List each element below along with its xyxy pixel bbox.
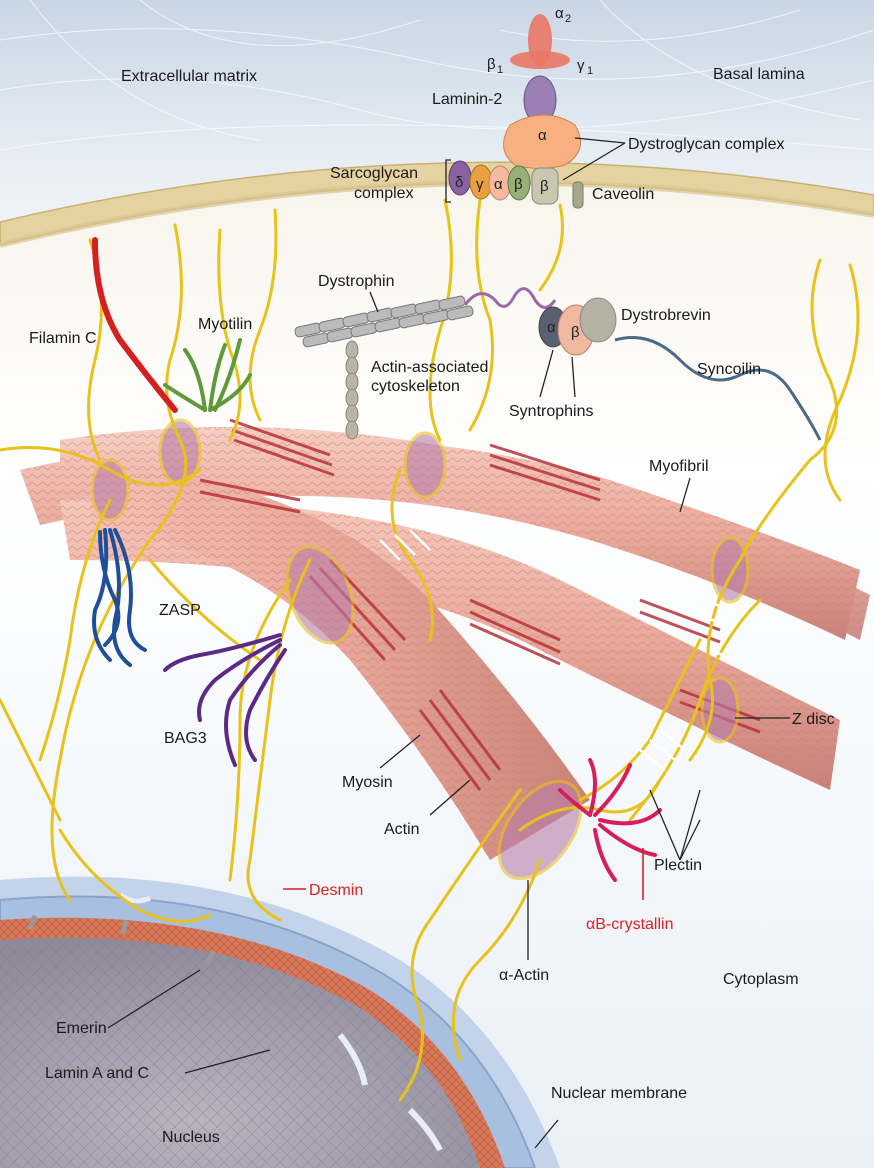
label-alpha2-sub: 2	[565, 13, 571, 25]
label-zasp: ZASP	[159, 602, 201, 619]
label-cytoplasm: Cytoplasm	[723, 971, 799, 988]
label-beta1-sub: 1	[497, 64, 503, 76]
label-alpha2: α	[555, 5, 564, 22]
label-dystrobrevin: Dystrobrevin	[621, 307, 711, 324]
label-nuclear-membrane: Nuclear membrane	[551, 1085, 687, 1102]
label-syn-alpha: α	[547, 319, 556, 336]
label-sarcoglycan-2: complex	[354, 185, 414, 202]
label-sg-beta: β	[514, 176, 523, 193]
label-extracellular-matrix: Extracellular matrix	[121, 68, 257, 85]
label-lamin: Lamin A and C	[45, 1065, 149, 1082]
label-bag3: BAG3	[164, 730, 207, 747]
label-z-disc: Z disc	[792, 711, 835, 728]
label-dg-alpha: α	[538, 127, 547, 144]
label-dystroglycan: Dystroglycan complex	[628, 136, 785, 153]
label-syn-beta: β	[571, 324, 580, 341]
label-syntrophins: Syntrophins	[509, 403, 594, 420]
label-gamma1-sub: 1	[587, 65, 593, 77]
label-nucleus: Nucleus	[162, 1129, 220, 1146]
label-actin-assoc-1: Actin-associated	[371, 359, 488, 376]
label-syncoilin: Syncoilin	[697, 361, 761, 378]
label-gamma1: γ	[577, 57, 585, 74]
label-sg-delta: δ	[455, 174, 463, 191]
label-sg-gamma: γ	[476, 176, 484, 193]
label-basal-lamina: Basal lamina	[713, 66, 805, 83]
label-ab-crystallin: αB-crystallin	[586, 916, 673, 933]
label-myosin: Myosin	[342, 774, 393, 791]
label-myofibril: Myofibril	[649, 458, 709, 475]
label-laminin: Laminin-2	[432, 91, 502, 108]
label-beta1: β	[487, 56, 496, 73]
label-filamin-c: Filamin C	[29, 330, 97, 347]
label-actin-assoc-2: cytoskeleton	[371, 378, 460, 395]
label-plectin: Plectin	[654, 857, 702, 874]
label-myotilin: Myotilin	[198, 316, 252, 333]
label-caveolin: Caveolin	[592, 186, 654, 203]
label-desmin: Desmin	[309, 882, 363, 899]
label-sg-alpha: α	[494, 176, 503, 193]
label-dystrophin: Dystrophin	[318, 273, 394, 290]
label-alpha-actin: α-Actin	[499, 967, 549, 984]
label-sarcoglycan-1: Sarcoglycan	[330, 165, 418, 182]
label-actin: Actin	[384, 821, 420, 838]
label-dg-beta: β	[540, 178, 549, 195]
label-emerin: Emerin	[56, 1020, 107, 1037]
